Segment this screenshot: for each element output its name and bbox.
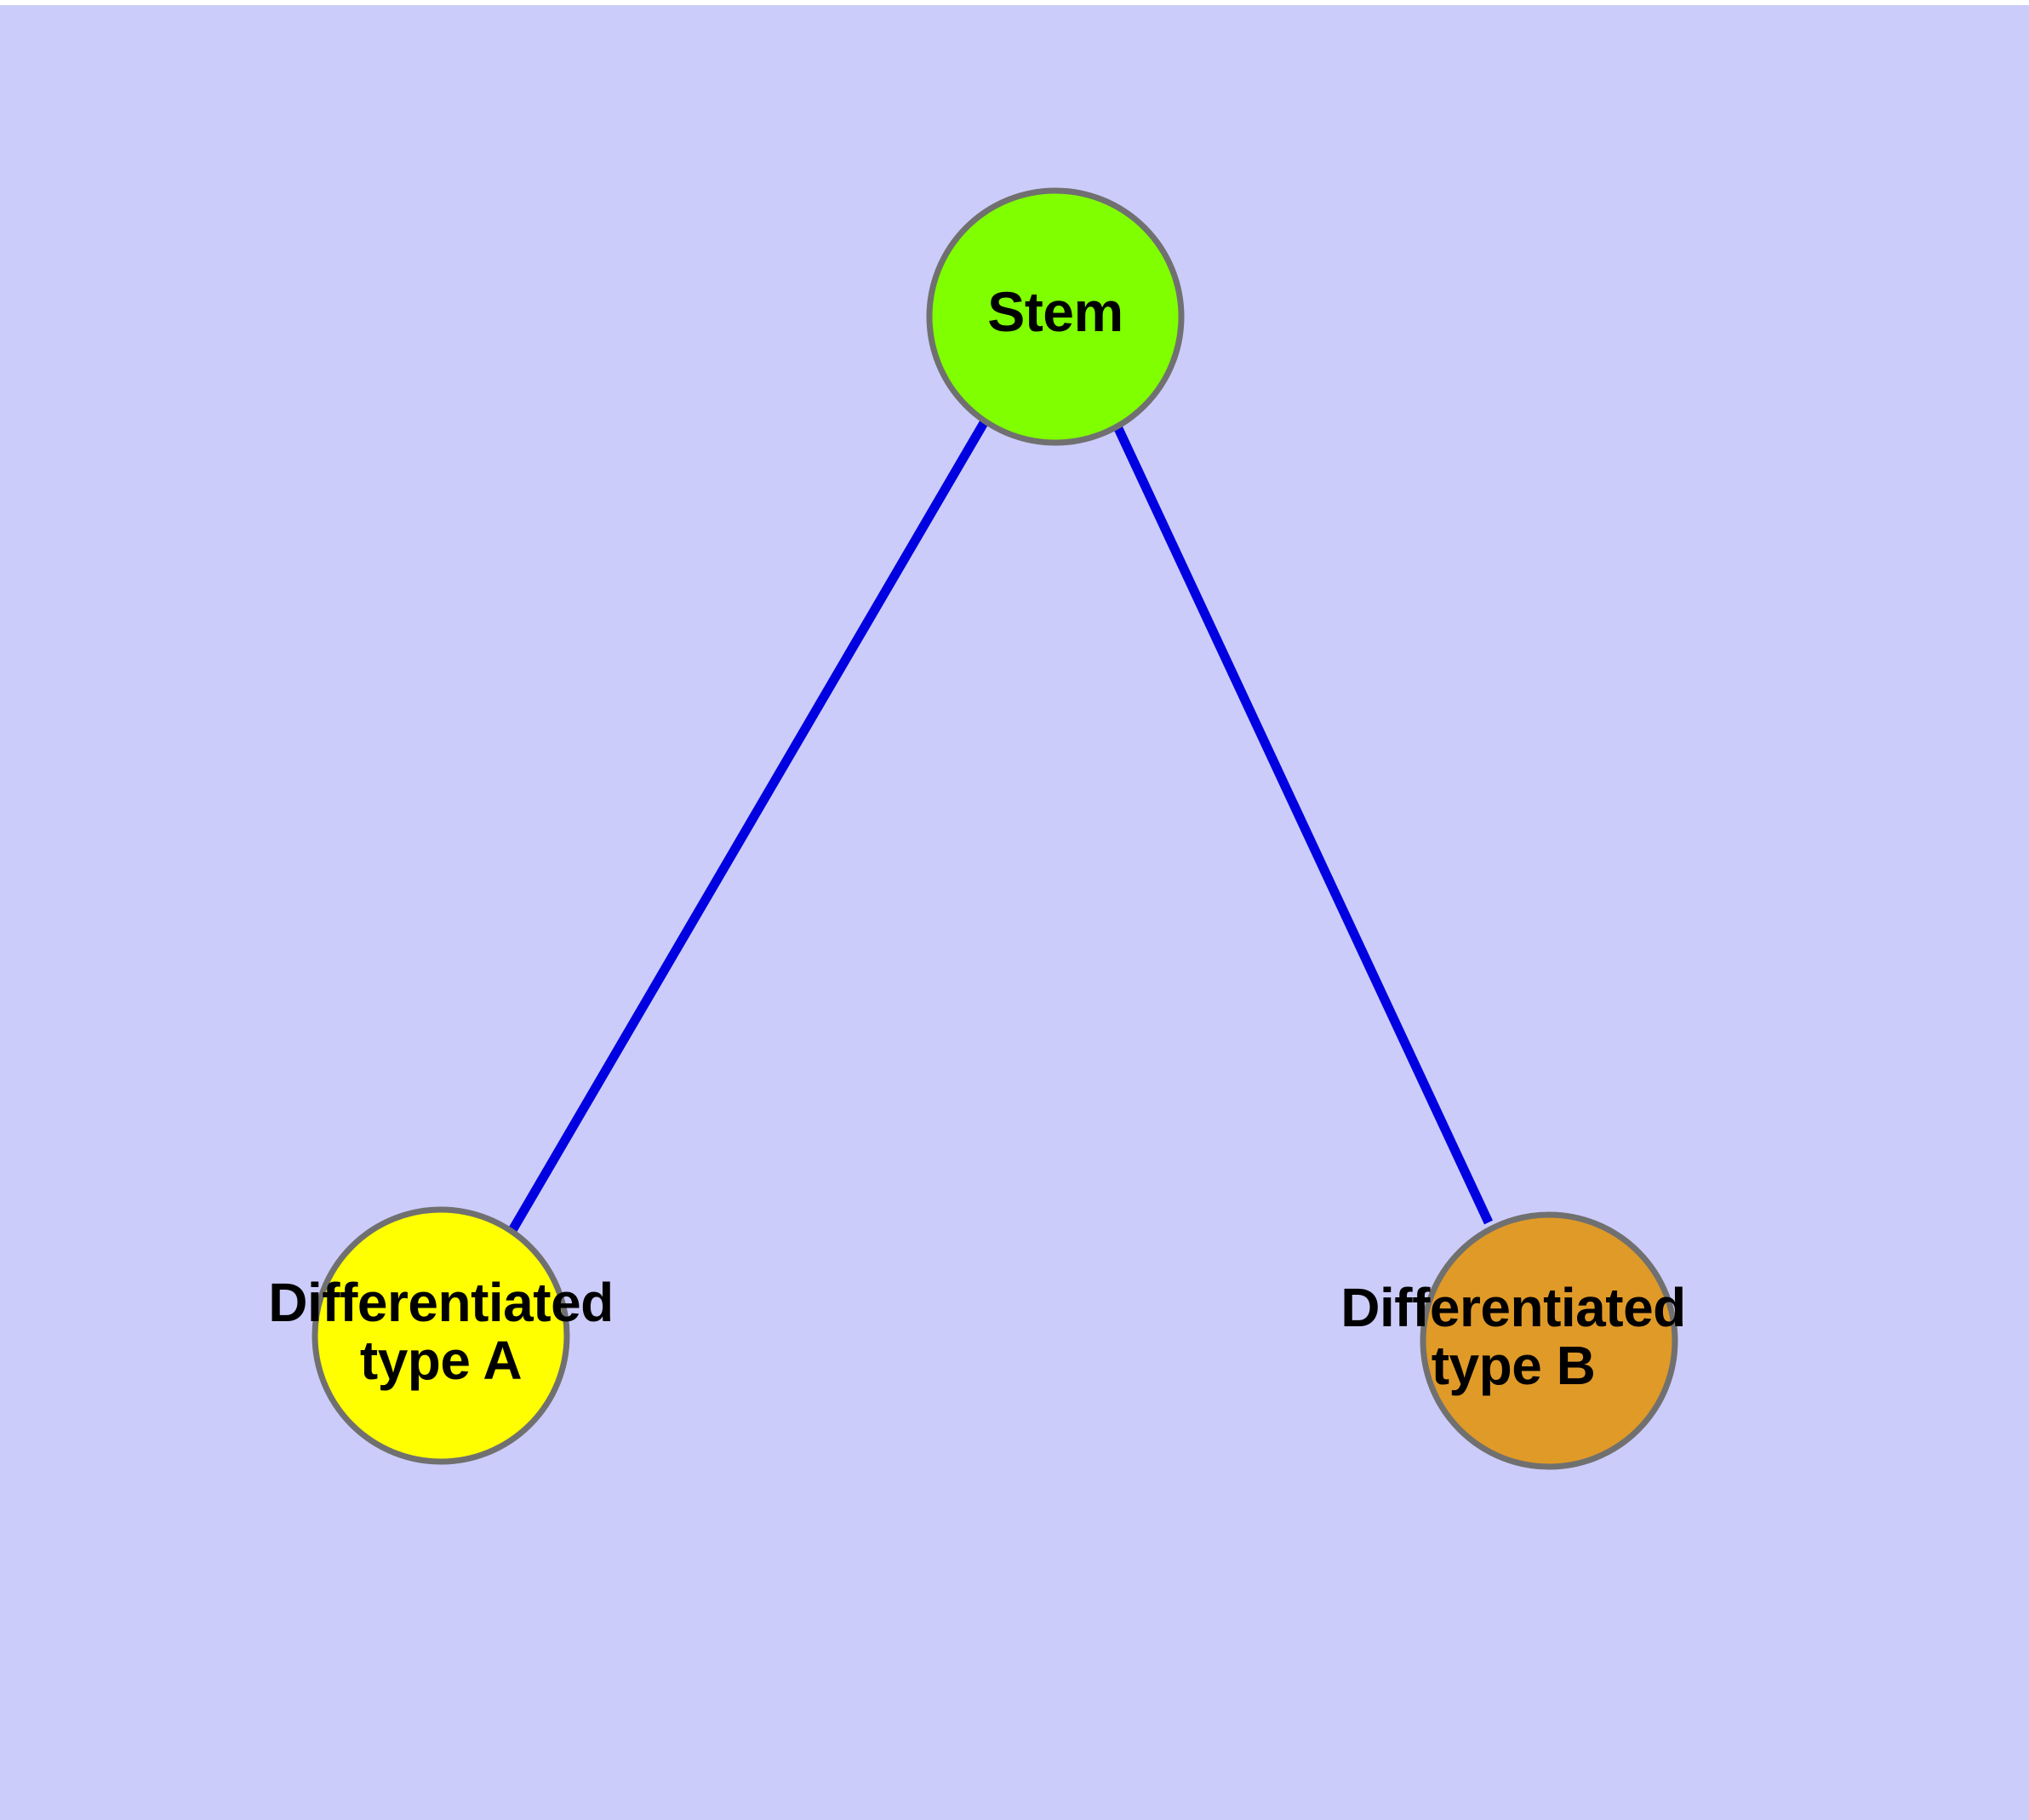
nodes-layer [311, 187, 1678, 1470]
node-differentiated-type-a[interactable] [311, 1206, 570, 1465]
edge-stem-to-diff-b[interactable] [1112, 422, 1493, 1225]
edge-stem-to-diff-a[interactable] [507, 419, 989, 1234]
node-differentiated-type-b[interactable] [1420, 1211, 1678, 1470]
edges-layer [507, 419, 1493, 1234]
node-stem[interactable] [926, 187, 1185, 446]
